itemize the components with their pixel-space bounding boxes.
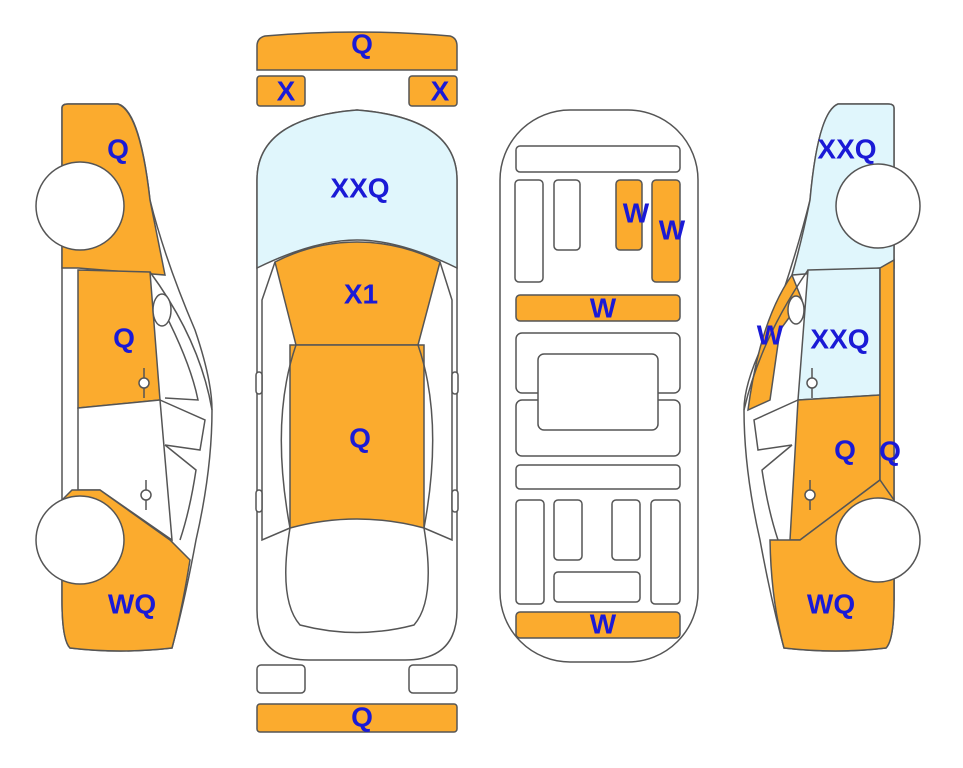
interior-rear-right [650, 499, 681, 605]
right-rear-door-handle [804, 480, 816, 510]
left-rear-door-handle [140, 480, 152, 510]
interior-dashboard[interactable] [515, 294, 681, 322]
interior-seat-b[interactable] [651, 179, 681, 283]
left-rear-wheel [35, 495, 125, 585]
rear-bumper-label: Q [351, 701, 373, 732]
interior-rear-console [515, 464, 681, 490]
windshield-label: XXQ [330, 172, 389, 203]
interior-center-screen [537, 353, 659, 431]
left-front-door-label: Q [113, 322, 135, 353]
hood-front-label: X1 [344, 278, 378, 309]
right-front-wheel [835, 163, 921, 249]
interior-dashboard-label: W [590, 292, 617, 323]
roof-label: Q [349, 422, 371, 453]
interior-view: W W W W [499, 109, 699, 663]
right-taillight[interactable] [408, 664, 458, 694]
left-rear-quarter-label: WQ [108, 588, 156, 619]
right-front-door-handle [806, 368, 818, 398]
left-front-fender-label: Q [107, 133, 129, 164]
interior-left-seat [553, 179, 581, 251]
right-rear-wheel [835, 497, 921, 583]
left-front-wheel [35, 161, 125, 251]
right-side-view: XXQ W XXQ Q Q WQ [743, 103, 921, 652]
front-bumper[interactable] [256, 31, 458, 71]
right-door-label: Q [834, 434, 856, 465]
interior-rear-left [515, 499, 545, 605]
right-rear-pillar-label: Q [879, 435, 901, 466]
right-rear-quarter-label: WQ [807, 588, 855, 619]
interior-seat-a-label: W [623, 197, 650, 228]
right-windshield-label: XXQ [817, 133, 876, 164]
interior-rear-seat-1 [553, 499, 583, 561]
left-headlight[interactable] [256, 75, 306, 107]
interior-left-console [514, 179, 544, 283]
interior-front-panel [515, 145, 681, 173]
left-taillight[interactable] [256, 664, 306, 694]
interior-rear-panel-label: W [590, 608, 617, 639]
left-headlight-label: X [277, 75, 296, 106]
right-door-glass-label: XXQ [810, 323, 869, 354]
left-front-door-handle [138, 368, 150, 398]
right-front-pillar-label: W [757, 319, 784, 350]
hood-front[interactable] [274, 241, 441, 346]
interior-rear-seat-2 [611, 499, 641, 561]
interior-seat-b-label: W [659, 214, 686, 245]
interior-rear-panel[interactable] [515, 611, 681, 639]
top-view: Q X X XXQ X1 Q Q [255, 28, 459, 733]
right-headlight-label: X [431, 75, 450, 106]
right-headlight[interactable] [408, 75, 458, 107]
windshield[interactable] [256, 109, 458, 270]
rear-bumper[interactable] [256, 703, 458, 733]
left-side-view: Q Q WQ [35, 103, 213, 652]
front-bumper-label: Q [351, 28, 373, 59]
interior-seat-a[interactable] [615, 179, 643, 251]
interior-rear-bench [553, 571, 641, 603]
